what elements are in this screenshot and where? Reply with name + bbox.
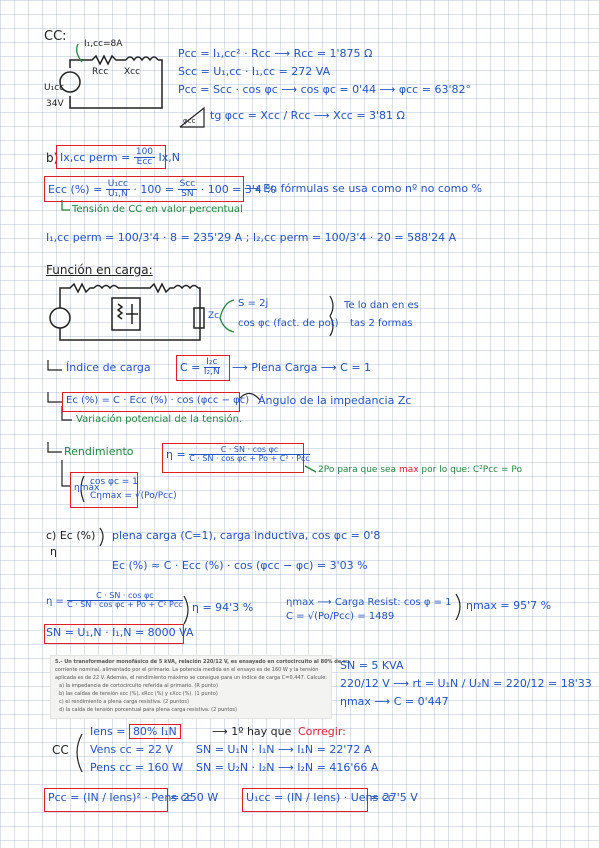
etamax-box bbox=[70, 472, 138, 508]
current-arrow bbox=[76, 43, 83, 63]
ecc-note: ⟶ En fórmulas se usa como nº no como % bbox=[244, 182, 483, 195]
cc-r-label: Rcc bbox=[92, 67, 109, 77]
c-ec-result: Ec (%) ≈ C · Ecc (%) · cos (φcc − φc) = … bbox=[112, 559, 368, 572]
cc-x-label: Xcc bbox=[124, 67, 141, 77]
c-brace bbox=[99, 527, 104, 547]
ec-formula: Ec (%) = C · Ecc (%) · cos (φcc − φc) bbox=[66, 395, 250, 406]
c-box bbox=[176, 355, 230, 381]
cc-eq-3: Pcc = Scc · cos φc ⟶ cos φc = 0'44 ⟶ φcc… bbox=[178, 83, 471, 96]
triangle-label: φcc bbox=[183, 117, 196, 125]
cc-heading: CC: bbox=[44, 29, 67, 44]
zc-label: Zc bbox=[208, 311, 220, 321]
p5-vens: Vens cc = 22 V bbox=[90, 743, 173, 756]
cc-u-value: 34V bbox=[46, 99, 64, 109]
problem-line: 5.- Un transformador monofásico de 5 kVA… bbox=[55, 659, 350, 665]
sn-line: SN = U₁,N · I₁,N = 8000 VA bbox=[46, 626, 194, 639]
note-line-1: Te lo dan en es bbox=[344, 300, 419, 311]
p5-iens: Iens = 80% I₁N bbox=[90, 724, 181, 739]
c-label: c) Ec (%) bbox=[46, 529, 96, 542]
load-brace bbox=[219, 299, 235, 333]
pcc-formula: Pcc = (IN / Iens)² · Pens cc bbox=[48, 791, 193, 804]
ucc-box bbox=[242, 788, 368, 812]
green-arrow bbox=[61, 200, 70, 211]
cc-eq-1: Pcc = I₁,cc² · Rcc ⟶ Rcc = 1'875 Ω bbox=[178, 47, 373, 60]
etamax-brace bbox=[80, 475, 85, 503]
p5-cc-label: CC bbox=[52, 743, 69, 757]
angle-triangle bbox=[179, 106, 205, 128]
ecc-green-note: Tensión de CC en valor percentual bbox=[72, 204, 243, 215]
perm-currents: I₁,cc perm = 100/3'4 · 8 = 235'29 A ; I₂… bbox=[46, 231, 457, 244]
plena-carga: ⟶ Plena Carga ⟶ C = 1 bbox=[232, 361, 372, 374]
note-brace bbox=[329, 295, 334, 337]
p5-sn-eq-1: SN = U₁N · I₁N ⟶ I₁N = 22'72 A bbox=[196, 743, 372, 756]
cc-eq-4: tg φcc = Xcc / Rcc ⟶ Xcc = 3'81 Ω bbox=[210, 109, 405, 122]
etamax-c: Cηmax = √(Po/Pcc) bbox=[90, 491, 177, 501]
s-line: S = 2j bbox=[238, 298, 269, 309]
ecc-box bbox=[44, 176, 244, 202]
ucc-formula: U₁cc = (IN / Iens) · Uens cc bbox=[246, 791, 394, 804]
p5-first: ⟶ 1º hay que bbox=[212, 725, 292, 738]
cc-brace bbox=[76, 733, 83, 773]
sn-box bbox=[44, 624, 184, 644]
etamax-result: ηmax = 95'7 % bbox=[466, 599, 552, 612]
etamax-line-2: C = √(Po/Pcc) = 1489 bbox=[286, 611, 395, 622]
c-eta-result: η = 94'3 % bbox=[192, 601, 254, 614]
p5-sn: SN = 5 KVA bbox=[340, 659, 404, 672]
problem-line: aplicada es de 22 V. Además, el rendimie… bbox=[55, 675, 327, 681]
etamax-cos: cos φc = 1 bbox=[90, 477, 138, 487]
problem-line: d) la caída de tensión porcentual para p… bbox=[59, 707, 237, 713]
iens-box: 80% I₁N bbox=[128, 724, 181, 739]
b-label: b) bbox=[46, 151, 59, 165]
ucc-result: = 27'5 V bbox=[370, 791, 418, 804]
rend-label: Rendimiento bbox=[64, 445, 134, 458]
p5-sn-eq-2: SN = U₂N · I₂N ⟶ I₂N = 416'66 A bbox=[196, 761, 379, 774]
cc-eq-2: Scc = U₁,cc · I₁,cc = 272 VA bbox=[178, 65, 331, 78]
po-arrow bbox=[304, 465, 317, 473]
etamax-result-brace bbox=[455, 593, 461, 621]
cc-circuit bbox=[59, 54, 163, 109]
p5-etamax: ηmax ⟶ C = 0'447 bbox=[340, 695, 449, 708]
problem-excerpt: 5.- Un transformador monofásico de 5 kVA… bbox=[50, 655, 350, 719]
ec-box bbox=[62, 392, 240, 412]
load-circuit bbox=[49, 282, 205, 341]
angle-arrow bbox=[239, 392, 261, 401]
pcc-result: = 250 W bbox=[170, 791, 219, 804]
eta-brace bbox=[183, 595, 189, 625]
p5-rel: 220/12 V ⟶ rt = U₁N / U₂N = 220/12 = 18'… bbox=[340, 677, 592, 690]
c-eta: η bbox=[50, 545, 57, 558]
variacion-note: Variación potencial de la tensión. bbox=[76, 414, 243, 425]
note-line-2: tas 2 formas bbox=[350, 318, 413, 329]
fault-current-box bbox=[56, 145, 166, 169]
tree-arrows bbox=[47, 360, 72, 487]
etamax-label: ηmáx bbox=[74, 483, 100, 493]
po-note: 2Po para que sea max por lo que: C²Pcc =… bbox=[318, 465, 523, 475]
problem-line: c) el rendimiento a plena carga resistiv… bbox=[59, 699, 189, 705]
load-heading: Función en carga: bbox=[46, 263, 153, 277]
angulo-note: Ángulo de la impedancia Zc bbox=[258, 394, 412, 407]
problem-line: a) la impedancia de cortocircuito referi… bbox=[59, 683, 218, 689]
c-desc: plena carga (C=1), carga inductiva, cos … bbox=[112, 529, 381, 542]
pcc-box bbox=[44, 788, 168, 812]
problem-line: corriente nominal, alimentado por el pri… bbox=[55, 667, 319, 673]
etamax-line-1: ηmax ⟶ Carga Resist: cos φ = 1 bbox=[286, 597, 452, 608]
eta-box bbox=[162, 443, 304, 473]
cc-u-label: U₁cc bbox=[44, 83, 65, 93]
cc-current-label: I₁,cc=8A bbox=[84, 39, 123, 49]
cos-line: cos φc (fact. de pot) bbox=[238, 318, 339, 329]
p5-corregir: Corregir: bbox=[298, 725, 346, 738]
p5-pens: Pens cc = 160 W bbox=[90, 761, 183, 774]
problem-line: b) las caídas de tensión εcc (%), εRcc (… bbox=[59, 691, 218, 697]
index-label: Índice de carga bbox=[66, 361, 151, 374]
